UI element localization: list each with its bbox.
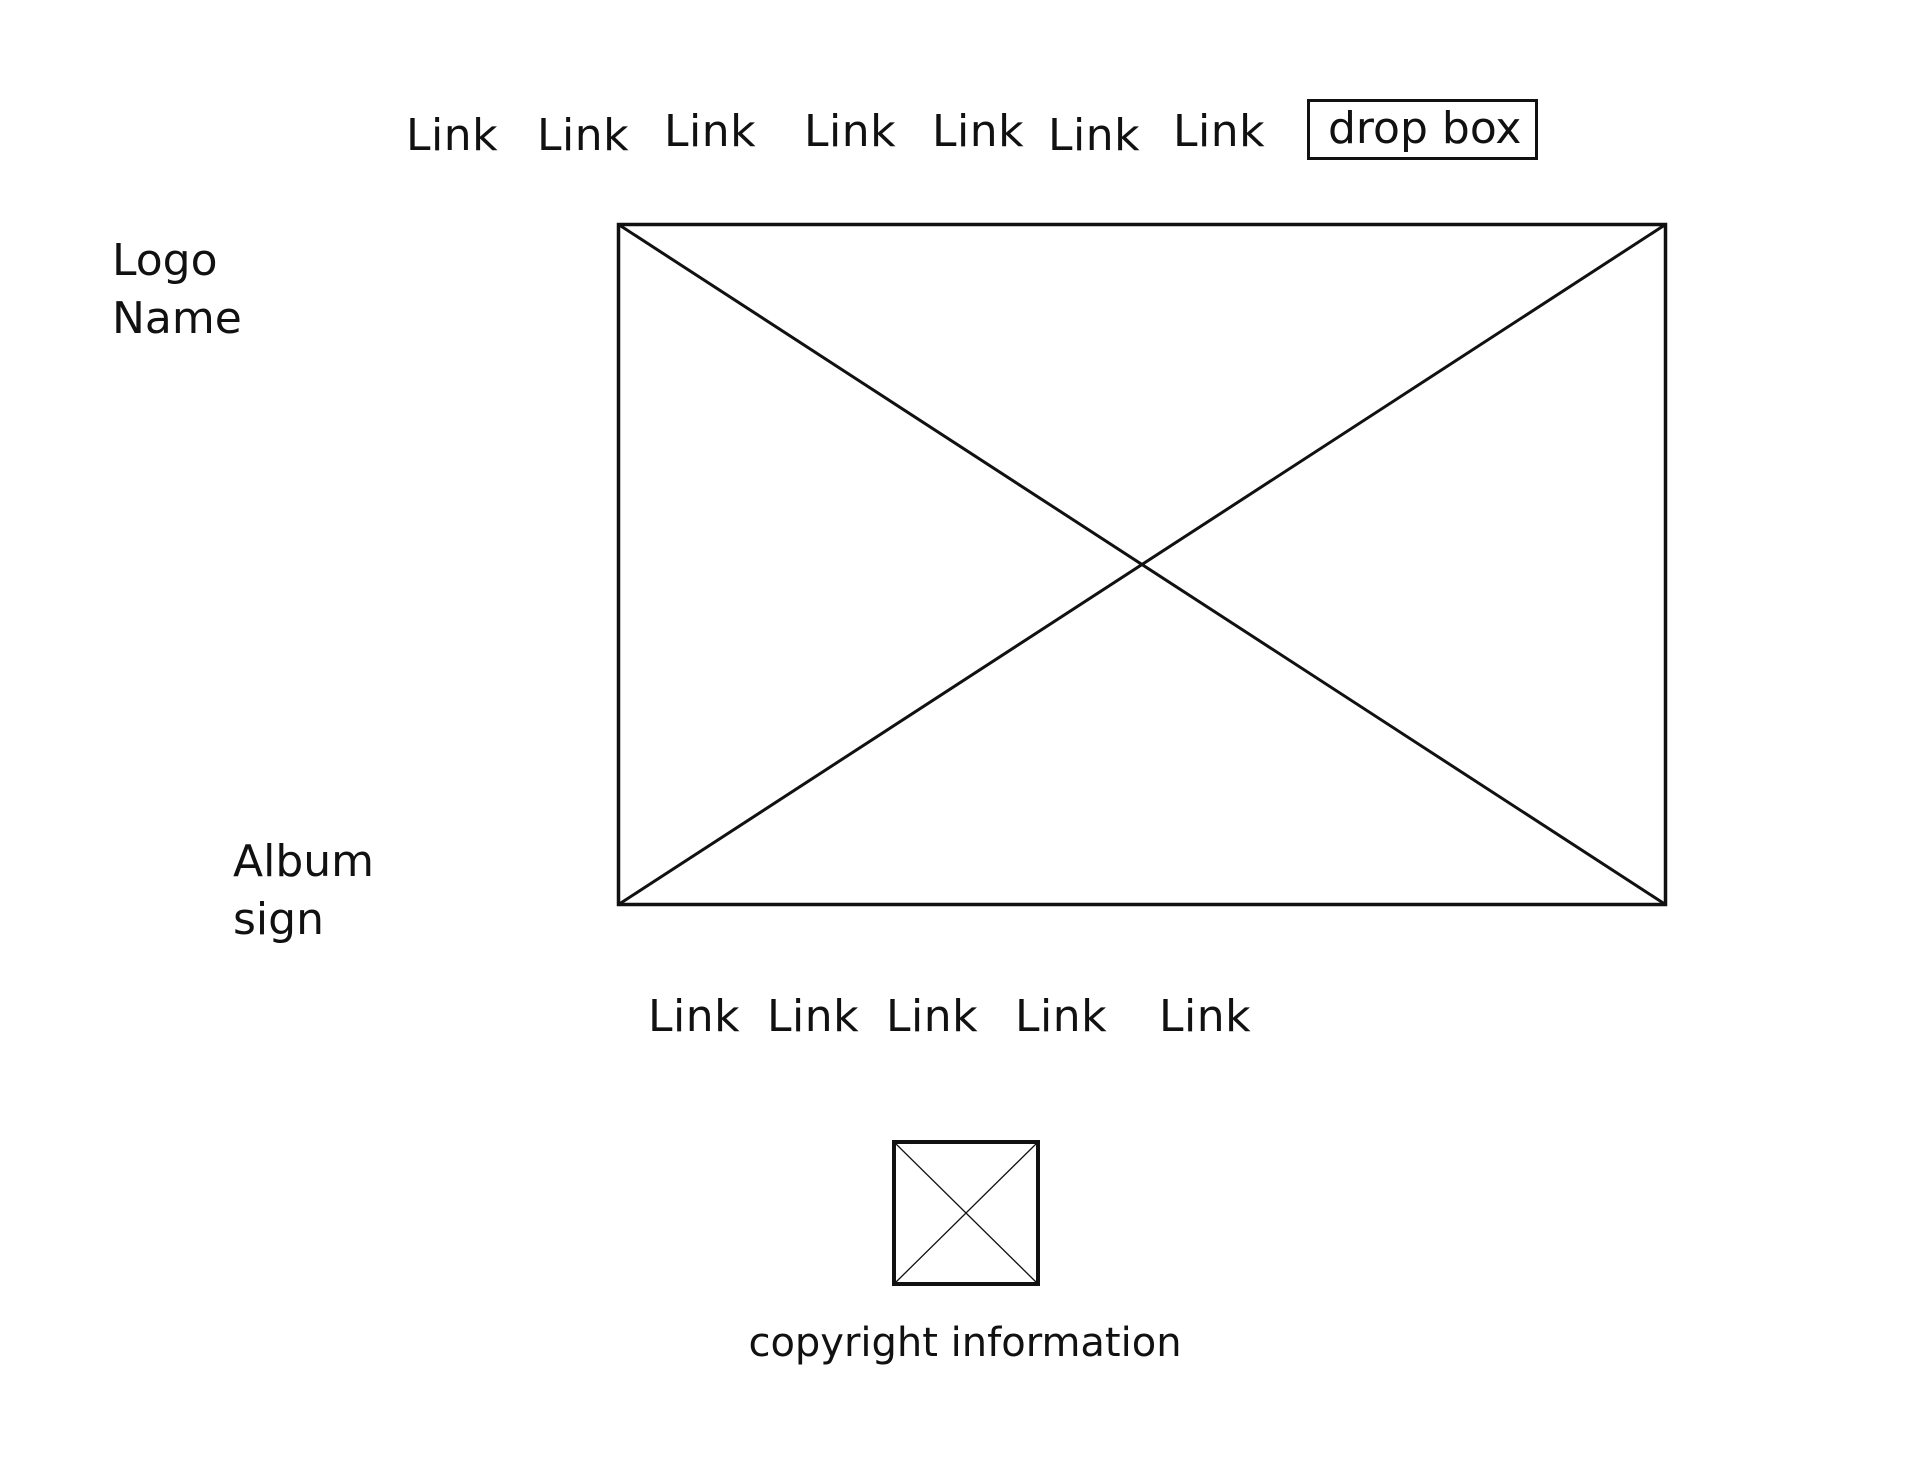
top-nav-link-3[interactable]: Link — [664, 106, 757, 157]
top-nav-link-2[interactable]: Link — [537, 110, 630, 161]
footer-image-diagonal-2 — [893, 1141, 1039, 1285]
logo-text: Logo — [112, 235, 218, 286]
main-image-frame — [616, 222, 1668, 907]
bottom-nav-link-5[interactable]: Link — [1159, 991, 1252, 1042]
album-sign: Album sign — [233, 833, 374, 949]
footer-image-placeholder — [892, 1140, 1040, 1286]
top-nav-link-1[interactable]: Link — [406, 110, 499, 161]
album-text: Album — [233, 836, 375, 887]
bottom-nav-link-2[interactable]: Link — [767, 991, 860, 1042]
bottom-nav-link-3[interactable]: Link — [886, 991, 979, 1042]
drop-box-select[interactable]: drop box — [1307, 99, 1538, 160]
footer-image-frame — [892, 1140, 1040, 1286]
bottom-nav-link-4[interactable]: Link — [1015, 991, 1108, 1042]
sign-text: sign — [233, 894, 324, 945]
logo-name[interactable]: Logo Name — [112, 232, 242, 348]
top-nav-link-6[interactable]: Link — [1048, 110, 1141, 161]
main-image-diagonal-2 — [617, 223, 1667, 906]
name-text: Name — [112, 293, 242, 344]
top-nav-link-7[interactable]: Link — [1173, 106, 1266, 157]
copyright-text: copyright information — [748, 1320, 1182, 1366]
main-image-placeholder — [616, 222, 1668, 907]
top-nav-link-4[interactable]: Link — [804, 106, 897, 157]
top-nav-link-5[interactable]: Link — [932, 106, 1025, 157]
drop-box-label: drop box — [1328, 103, 1522, 154]
bottom-nav-link-1[interactable]: Link — [648, 991, 741, 1042]
